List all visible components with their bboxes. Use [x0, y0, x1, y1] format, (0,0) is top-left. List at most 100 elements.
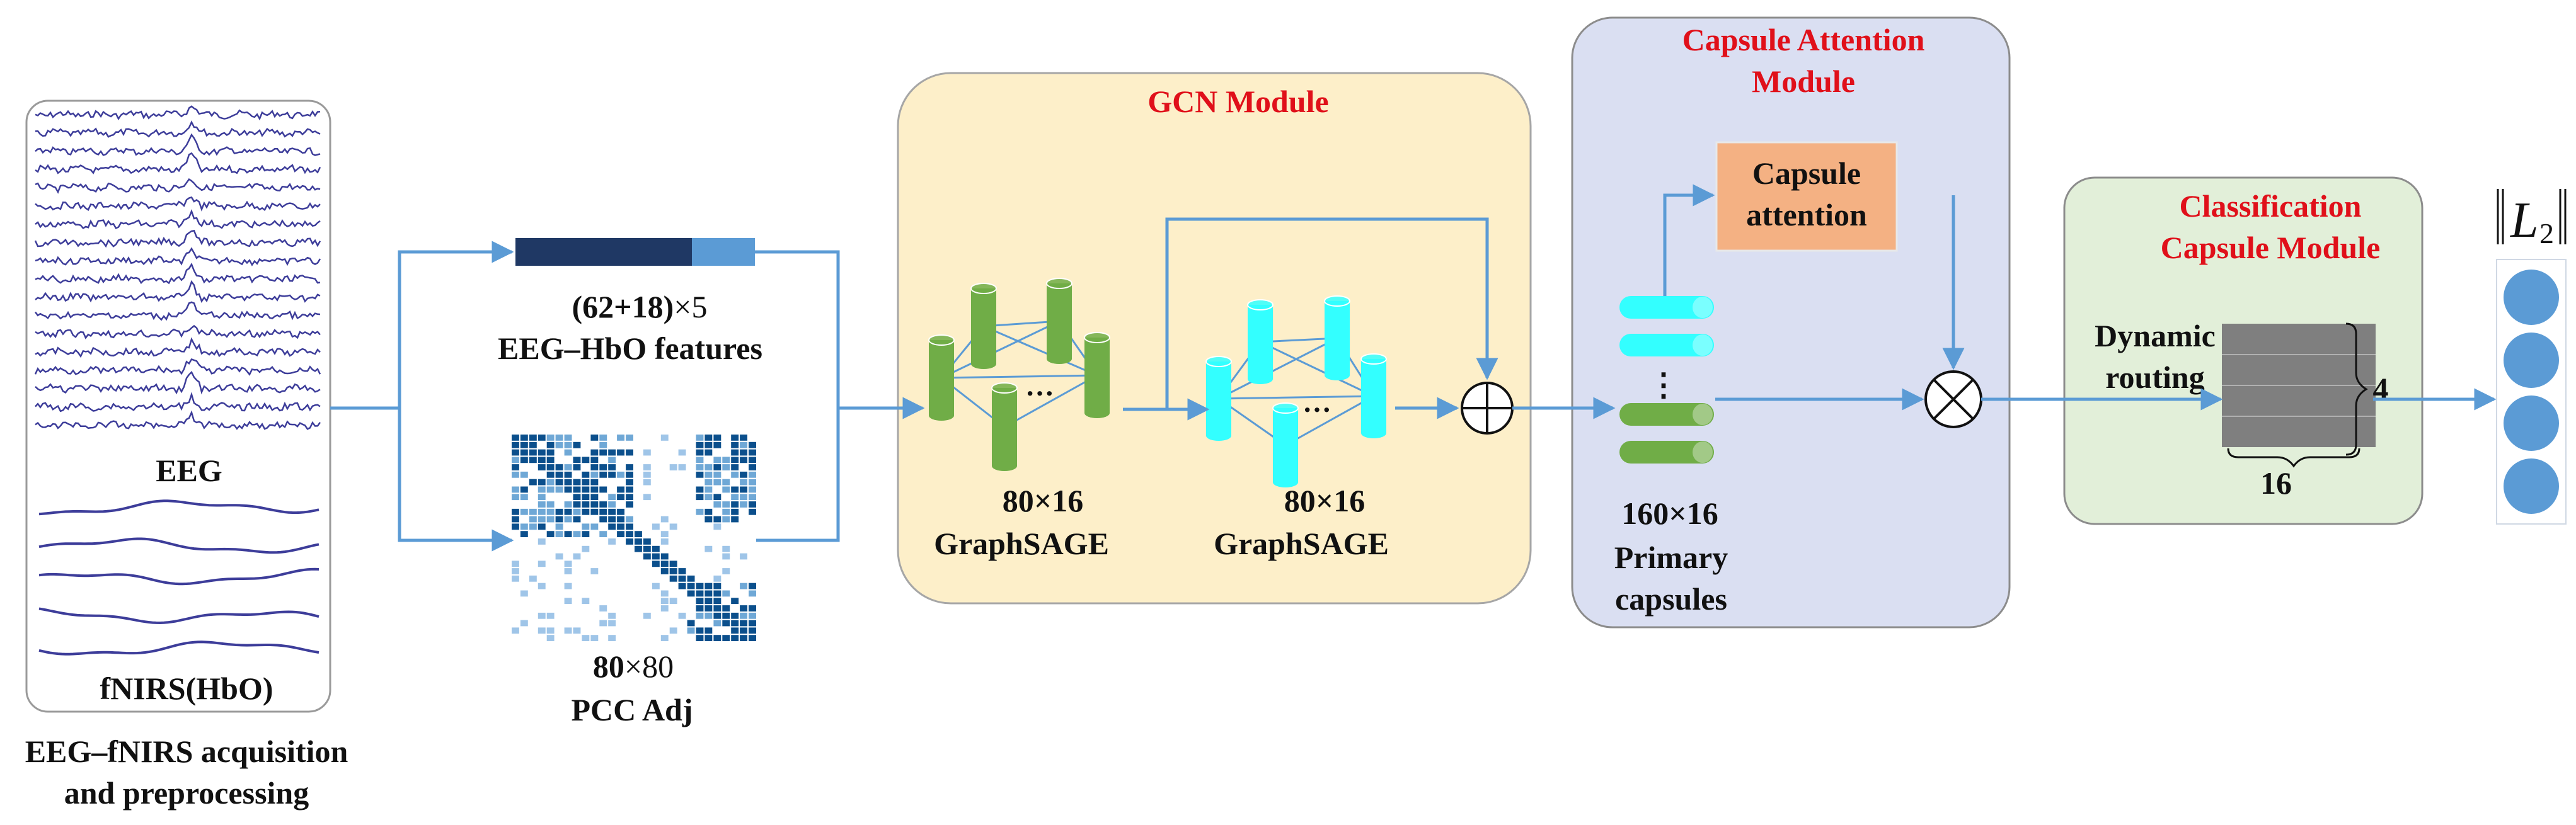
capsule-attention-title-line2: Module — [1752, 64, 1855, 99]
adjacency-cell — [740, 494, 747, 501]
adjacency-cell — [713, 464, 722, 470]
adjacency-cell — [538, 449, 546, 456]
adjacency-cell — [599, 471, 607, 478]
adjacency-cell — [520, 620, 528, 627]
adjacency-cell — [546, 635, 555, 641]
pcc-adjacency-matrix — [512, 435, 757, 642]
adjacency-cell — [582, 471, 590, 478]
adjacency-cell — [520, 590, 528, 597]
routing-line2: routing — [2105, 360, 2204, 395]
adjacency-cell — [643, 449, 651, 456]
adjacency-cell — [538, 560, 546, 567]
adjacency-cell — [696, 598, 704, 605]
adjacency-cell — [740, 635, 747, 641]
adjacency-cell — [608, 471, 616, 478]
adjacency-cell — [617, 523, 624, 530]
adjacency-cell — [643, 479, 651, 486]
adjacency-cell — [652, 523, 660, 530]
adjacency-cell — [660, 435, 669, 441]
adjacency-cell — [564, 449, 572, 456]
graph-edge — [983, 325, 1098, 377]
eeg-trace — [35, 120, 321, 138]
connectors — [330, 184, 2497, 552]
primary-capsules-dims: 160×16 — [1621, 496, 1718, 531]
adjacency-cell — [626, 486, 633, 493]
adjacency-cell — [546, 516, 555, 523]
adjacency-cell — [704, 598, 713, 605]
adjacency-cell — [512, 560, 519, 567]
adjacency-cell — [590, 486, 599, 493]
fnirs-label: fNIRS(HbO) — [100, 671, 273, 706]
adjacency-cell — [582, 494, 590, 501]
graph-node — [1084, 338, 1110, 413]
graph-node-base — [929, 411, 954, 421]
adjacency-cell — [590, 508, 599, 515]
adjacency-cell — [660, 553, 669, 560]
eeg-trace — [34, 358, 321, 376]
adjacency-cell — [731, 464, 739, 470]
adjacency-cell — [722, 516, 730, 523]
adjacency-cell — [608, 508, 616, 515]
graph-node — [1206, 361, 1231, 436]
arrow-to-features — [398, 241, 514, 408]
adjacency-cell — [538, 612, 546, 619]
adjacency-cell — [573, 516, 581, 523]
adjacency-cell — [538, 508, 546, 515]
layer2-name: GraphSAGE — [1214, 526, 1389, 561]
adjacency-cell — [512, 523, 519, 530]
adjacency-cell — [617, 435, 624, 441]
graph-node-top — [1360, 353, 1387, 365]
adjacency-cell — [678, 449, 686, 456]
eeg-trace — [35, 337, 321, 358]
adjacency-cell — [704, 441, 713, 448]
adjacency-cell — [713, 516, 722, 523]
eeg-trace — [35, 247, 321, 266]
adjacency-cell — [599, 441, 607, 448]
class-capsule-matrix — [2222, 324, 2376, 447]
adjacency-cell — [696, 627, 704, 634]
graph-node-base — [992, 461, 1017, 471]
output-class-circles — [2504, 270, 2559, 514]
adjacency-cell — [704, 508, 713, 515]
adjacency-cell — [722, 568, 730, 574]
adjacency-cell — [546, 464, 555, 470]
adjacency-cell — [555, 471, 563, 478]
adjacency-cell — [599, 516, 607, 523]
adjacency-cell — [704, 635, 713, 641]
adjacency-cell — [573, 531, 581, 537]
rows-brace — [2345, 322, 2368, 456]
adjacency-cell — [740, 457, 747, 464]
adjacency-cell — [731, 501, 739, 508]
adjacency-cell — [538, 627, 546, 634]
layer1-name: GraphSAGE — [934, 526, 1109, 561]
adjacency-cell — [538, 516, 546, 523]
adjacency-cell — [731, 627, 739, 634]
adjacency-cell — [546, 479, 555, 486]
adjacency-cell — [740, 583, 747, 589]
eeg-trace — [35, 370, 321, 395]
skip-connection — [1165, 217, 1498, 409]
graph-node-top — [1272, 402, 1299, 414]
graph-node — [1361, 359, 1386, 433]
graph-node-base — [1084, 408, 1110, 418]
adjacency-cell — [520, 531, 528, 537]
adjacency-cell — [555, 516, 563, 523]
adjacency-cell — [529, 435, 537, 441]
adjacency-cell — [555, 464, 563, 470]
adjacency-cell — [660, 635, 669, 641]
adjacency-cell — [652, 560, 660, 567]
adjacency-cell — [608, 523, 616, 530]
adjacency-cell — [713, 501, 722, 508]
graph-node-top — [1324, 295, 1350, 307]
adjacency-cell — [722, 479, 730, 486]
cols-count: 16 — [2260, 465, 2292, 501]
adjacency-cell — [512, 516, 519, 523]
adjacency-cell — [643, 464, 651, 470]
adjacency-cell — [669, 627, 677, 634]
eeg-trace — [35, 392, 321, 412]
adjacency-cell — [599, 486, 607, 493]
adjacency-cell — [529, 508, 537, 515]
rows-count: 4 — [2373, 371, 2389, 406]
graph-node-top — [1205, 356, 1232, 367]
